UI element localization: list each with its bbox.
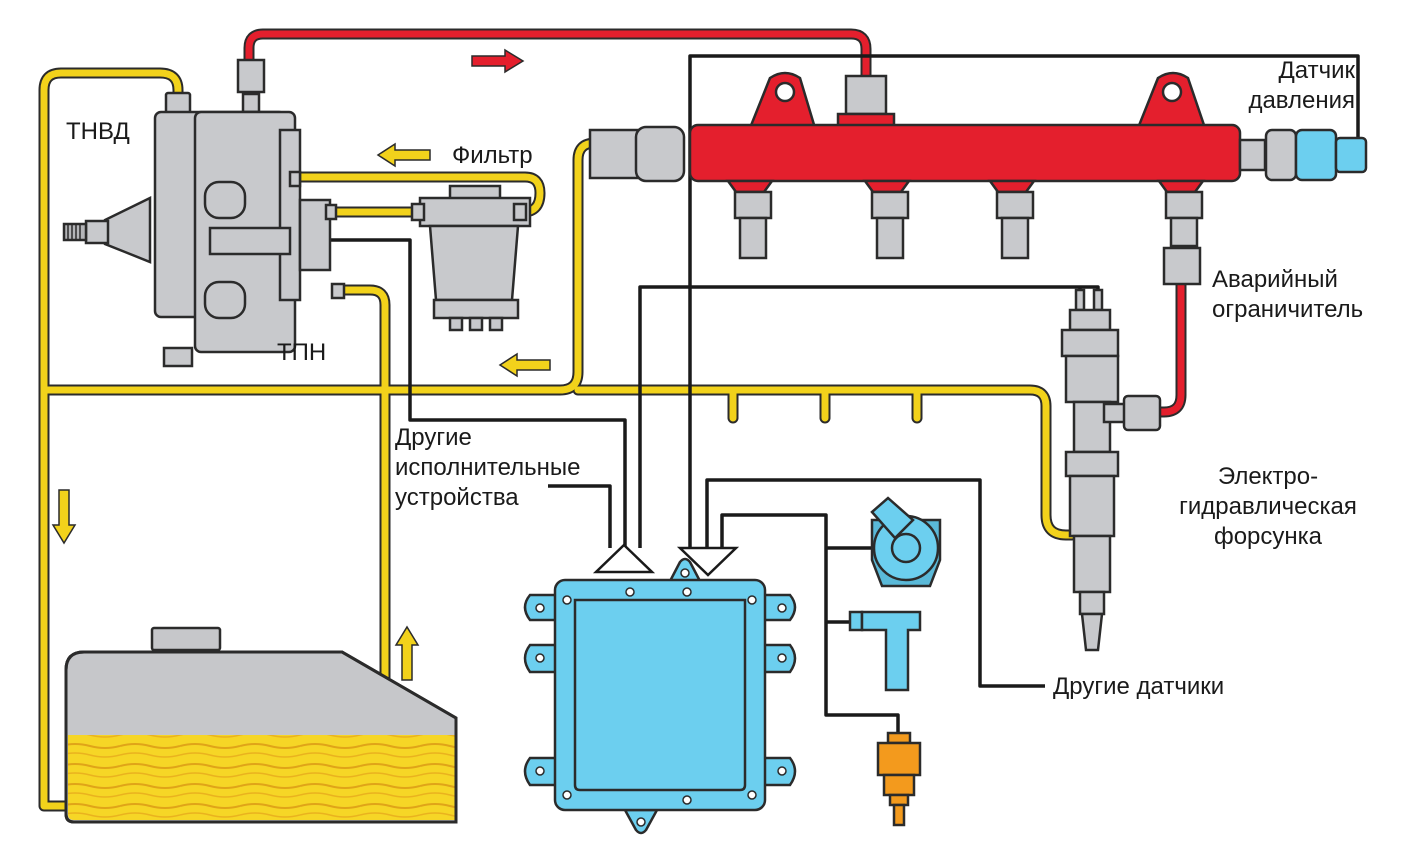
low-pressure-fuel-lines xyxy=(38,67,1078,812)
label-relief-valve: Аварийный ограничитель xyxy=(1212,265,1363,325)
label-actuators-line-1: Другие xyxy=(395,424,472,451)
high-pressure-pump xyxy=(62,58,346,368)
speed-sensor xyxy=(848,610,922,692)
flow-arrow-high-pressure xyxy=(471,48,525,74)
high-pressure-fuel-lines xyxy=(243,28,1187,418)
label-injector-line-3: форсунка xyxy=(1213,523,1323,550)
ecu xyxy=(523,557,797,835)
pressure-sensor xyxy=(1294,128,1368,182)
label-actuators: Другие исполнительные устройства xyxy=(395,423,581,513)
position-sensor xyxy=(870,496,942,588)
flow-arrow-return xyxy=(498,352,551,378)
fuel-tank xyxy=(64,626,458,824)
flow-arrow-filter xyxy=(376,142,431,168)
label-filter: Фильтр xyxy=(452,142,533,169)
fuel-filter xyxy=(410,184,532,332)
wire-connector-triangles xyxy=(592,543,740,577)
flow-arrow-down xyxy=(51,489,77,545)
common-rail xyxy=(588,71,1298,286)
label-pressure-sensor: Датчик давления xyxy=(1220,56,1355,116)
electro-hydraulic-injector xyxy=(1060,288,1162,652)
label-actuators-line-3: устройства xyxy=(395,484,519,511)
label-injector-line-2: гидравлическая xyxy=(1179,493,1357,520)
label-hp-pump: ТНВД xyxy=(66,118,130,145)
label-other-sensors: Другие датчики xyxy=(1053,673,1225,700)
label-relief-valve-line-1: Аварийный xyxy=(1212,266,1338,293)
label-pressure-sensor-line-2: давления xyxy=(1248,87,1355,114)
label-pressure-sensor-line-1: Датчик xyxy=(1278,57,1355,84)
label-lp-pump: ТПН xyxy=(277,339,327,366)
temperature-sensor xyxy=(876,731,922,827)
label-actuators-line-2: исполнительные xyxy=(395,454,581,481)
label-injector-line-1: Электро- xyxy=(1217,463,1319,490)
label-injector: Электро- гидравлическая форсунка xyxy=(1168,462,1368,552)
label-relief-valve-line-2: ограничитель xyxy=(1212,296,1364,323)
flow-arrow-up xyxy=(394,625,420,681)
